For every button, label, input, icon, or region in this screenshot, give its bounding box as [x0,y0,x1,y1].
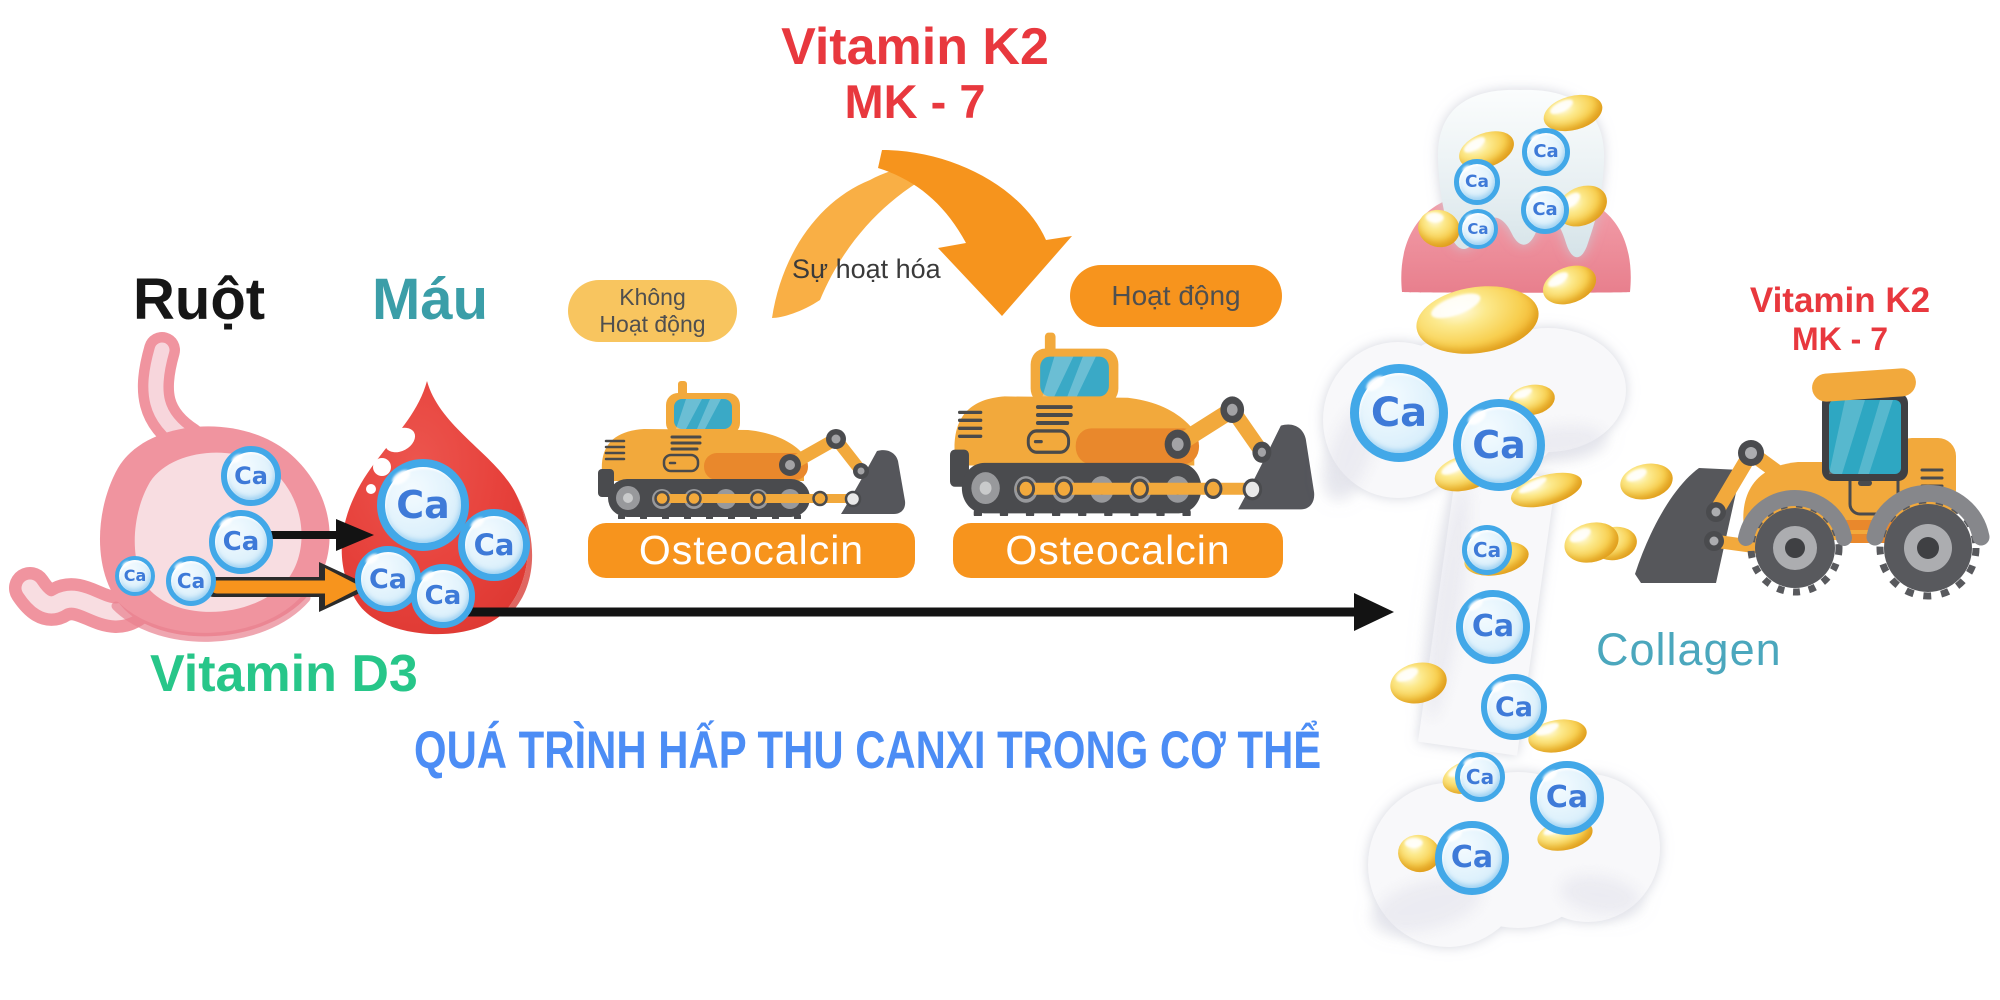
osteocalcin-inactive-label: Osteocalcin [588,523,915,578]
calcium-symbol: Ca [1472,538,1502,562]
active-status-badge: Hoạt động [1070,265,1282,327]
calcium-ion: Ca [377,459,469,551]
calcium-symbol: Ca [1465,765,1495,789]
vitamin-d3-label: Vitamin D3 [150,645,418,703]
active-badge-label: Hoạt động [1111,280,1241,311]
calcium-symbol: Ca [123,566,147,585]
calcium-symbol: Ca [1471,609,1515,644]
calcium-ion: Ca [1454,159,1500,205]
wheel-loader-illustration [1635,368,1990,600]
mk7-line: MK - 7 [844,75,986,129]
calcium-ion: Ca [115,556,155,596]
calcium-ion: Ca [1458,209,1498,249]
calcium-symbol: Ca [1370,390,1428,436]
calcium-symbol: Ca [424,581,462,611]
to-bone-arrow [466,593,1394,631]
calcium-symbol: Ca [1532,199,1558,220]
blood-label: Máu [372,267,488,332]
inactive-badge-line1: Không [619,283,686,310]
activation-process-label: Sự hoạt hóa [792,254,941,284]
calcium-ion: Ca [1530,761,1604,835]
calcium-symbol: Ca [222,527,260,557]
calcium-ion: Ca [221,446,281,506]
vitamin-k2-right-heading: Vitamin K2 MK - 7 [1712,280,1968,359]
osteocalcin-active-label: Osteocalcin [953,523,1283,578]
calcium-ion: Ca [411,564,475,628]
calcium-symbol: Ca [1472,423,1526,467]
calcium-ion: Ca [1481,674,1547,740]
calcium-symbol: Ca [368,563,408,595]
inactive-status-badge: Không Hoạt động [568,280,737,342]
calcium-ion: Ca [1435,821,1509,895]
calcium-symbol: Ca [1545,780,1589,815]
calcium-symbol: Ca [473,527,515,562]
calcium-symbol: Ca [396,483,450,527]
collagen-label: Collagen [1596,624,1782,675]
vitamin-k2-line: Vitamin K2 [781,18,1049,76]
mk7-line: MK - 7 [1792,321,1888,358]
calcium-symbol: Ca [1465,171,1489,192]
calcium-ion: Ca [209,510,273,574]
calcium-ion: Ca [1456,590,1530,664]
calcium-ion: Ca [1455,752,1505,802]
activation-arrow [772,150,1072,318]
calcium-symbol: Ca [1494,691,1534,723]
calcium-symbol: Ca [234,462,268,490]
page-title: QUÁ TRÌNH HẤP THU CANXI TRONG CƠ THỂ [414,721,1322,780]
calcium-ion: Ca [1350,364,1448,462]
inactive-badge-line2: Hoạt động [599,311,706,337]
bulldozer-active-illustration [950,333,1314,518]
vitamin-k2-line: Vitamin K2 [1749,281,1931,320]
calcium-symbol: Ca [1467,219,1489,238]
calcium-symbol: Ca [176,569,206,593]
vitamin-k2-top-heading: Vitamin K2 MK - 7 [750,18,1080,129]
intestine-label: Ruột [133,267,266,332]
calcium-symbol: Ca [1533,141,1559,162]
calcium-ion: Ca [1521,186,1569,234]
calcium-ion: Ca [166,556,216,606]
calcium-ion: Ca [458,509,530,581]
calcium-symbol: Ca [1450,840,1494,875]
calcium-ion: Ca [1522,128,1570,176]
calcium-ion: Ca [1453,399,1545,491]
absorption-arrow-orange [204,562,373,612]
absorption-arrow-black [268,519,374,551]
bulldozer-inactive-illustration [598,381,905,520]
calcium-ion: Ca [1462,525,1512,575]
